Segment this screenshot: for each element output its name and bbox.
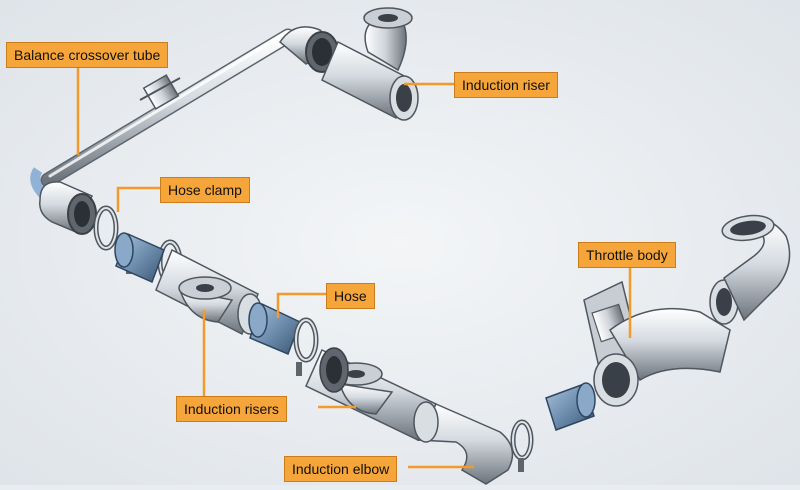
leader-lines [76, 66, 632, 469]
left-hose-shape [114, 232, 165, 284]
right-hose-shape [545, 382, 596, 431]
leader-hose-clamp [116, 186, 160, 212]
right-elbow-shape [721, 214, 791, 322]
induction-elbow-shape [413, 401, 534, 485]
middle-hose-shape [248, 302, 319, 376]
label-induction-risers: Induction risers [176, 396, 287, 422]
leader-hose [276, 292, 326, 318]
label-induction-elbow: Induction elbow [284, 456, 398, 482]
balance-crossover-tube-shape [30, 28, 296, 200]
label-induction-riser: Induction riser [454, 72, 558, 98]
label-hose-clamp: Hose clamp [160, 177, 250, 203]
induction-riser-shape [321, 7, 419, 121]
label-balance-crossover-tube: Balance crossover tube [6, 42, 169, 68]
left-elbow-shape [39, 181, 97, 235]
label-hose: Hose [326, 283, 375, 309]
label-throttle-body: Throttle body [578, 242, 676, 268]
crossover-tube-clamp-shape [139, 74, 181, 110]
